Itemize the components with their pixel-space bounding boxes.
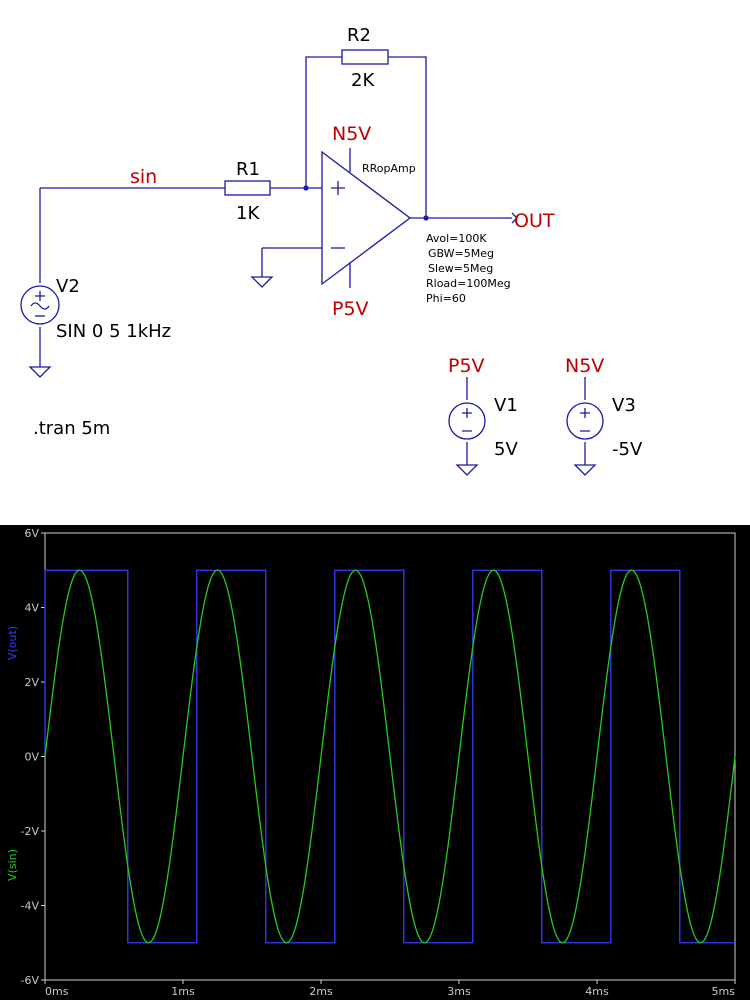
junction-dot (423, 215, 429, 221)
v3-net: N5V (565, 355, 604, 377)
ground-icon (250, 276, 274, 288)
plus-sign (331, 181, 345, 195)
v2-name: V2 (56, 276, 80, 297)
y-tick-label: 6V (24, 527, 39, 540)
polarity-signs (462, 408, 472, 432)
opamp-param: Slew=5Meg (428, 262, 493, 275)
wire-feedback-right (388, 56, 427, 218)
net-label-sin: sin (130, 166, 157, 188)
r2-value: 2K (351, 70, 375, 91)
opamp-param: GBW=5Meg (428, 247, 494, 260)
y-tick-label: 0V (24, 751, 39, 764)
x-tick-label: 3ms (447, 985, 471, 998)
r1-value: 1K (236, 203, 260, 224)
opamp-top-net: N5V (332, 123, 371, 145)
opamp-symbol[interactable] (321, 150, 412, 286)
trace-vsin[interactable] (44, 569, 736, 944)
traces (44, 569, 736, 944)
net-label-out: OUT (514, 210, 555, 232)
v3-value: -5V (612, 439, 643, 460)
v1-name: V1 (494, 395, 518, 416)
resistor-r2[interactable] (341, 49, 389, 65)
x-axis: 0ms 1ms 2ms 3ms 4ms 5ms (44, 980, 736, 998)
v3-name: V3 (612, 395, 636, 416)
ground-icon (28, 366, 52, 378)
trace-vout[interactable] (44, 569, 735, 944)
v2-value: SIN 0 5 1kHz (56, 321, 171, 342)
y-tick-label: 2V (24, 676, 39, 689)
ground-icon (455, 464, 479, 476)
wire-feedback-left (305, 56, 342, 188)
voltage-source-v3[interactable] (566, 402, 604, 440)
opamp-model: RRopAmp (362, 162, 416, 175)
ground-icon (573, 464, 597, 476)
v1-net: P5V (448, 355, 485, 377)
x-tick-label: 0ms (45, 985, 69, 998)
spice-directive: .tran 5m (33, 418, 110, 439)
opamp-param: Phi=60 (426, 292, 466, 305)
x-tick-label: 4ms (585, 985, 609, 998)
y-tick-label: -2V (21, 825, 40, 838)
y-tick-label: -4V (21, 900, 40, 913)
voltage-source-v2[interactable] (20, 285, 60, 325)
schematic: R1 1K R2 2K sin OUT N5V P5V RRopAmp Avol… (20, 25, 643, 476)
resistor-r1[interactable] (224, 180, 271, 196)
x-tick-label: 5ms (712, 985, 736, 998)
r2-name: R2 (347, 25, 371, 46)
out-flag (511, 212, 518, 224)
junction-dot (303, 185, 309, 191)
waveform-plot[interactable]: 6V 4V 2V 0V -2V -4V -6V 0ms 1ms 2ms 3ms 4ms 5ms V(o… (0, 525, 750, 1000)
opamp-param: Avol=100K (426, 232, 487, 245)
opamp-param: Rload=100Meg (426, 277, 511, 290)
polarity-signs (580, 408, 590, 432)
x-tick-label: 2ms (309, 985, 333, 998)
v1-value: 5V (494, 439, 518, 460)
opamp-bottom-net: P5V (332, 298, 369, 320)
sine-icon (30, 302, 50, 310)
r1-name: R1 (236, 159, 260, 180)
plus-sign (35, 291, 45, 301)
voltage-source-v1[interactable] (448, 402, 486, 440)
y-axis: 6V 4V 2V 0V -2V -4V -6V (21, 527, 45, 987)
y-tick-label: 4V (24, 602, 39, 615)
y-tick-label: -6V (21, 974, 40, 987)
legend-vout[interactable]: V(out) (6, 626, 19, 660)
legend-vsin[interactable]: V(sin) (6, 849, 19, 881)
x-tick-label: 1ms (171, 985, 195, 998)
